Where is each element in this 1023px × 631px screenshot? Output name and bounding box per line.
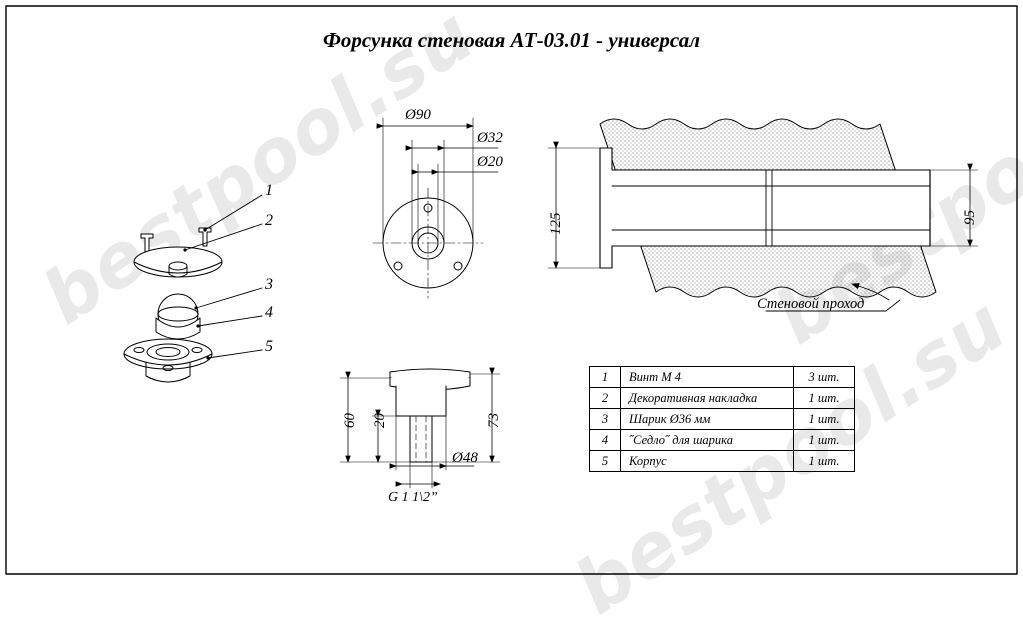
callout-4: 4 <box>265 304 273 321</box>
part-number: 3 <box>589 408 621 430</box>
parts-table: 1 Винт М 4 3 шт. 2 Декоративная накладка… <box>589 366 855 472</box>
part-name: Декоративная накладка <box>620 387 794 409</box>
part-qty: 1 шт. <box>793 429 855 451</box>
table-row: 4 ˝Седло˝ для шарика 1 шт. <box>589 429 855 451</box>
part-number: 1 <box>589 366 621 388</box>
part-number: 4 <box>589 429 621 451</box>
part-qty: 3 шт. <box>793 366 855 388</box>
drawing-page: bestpool.su bestpool.su bestpool.su Форс… <box>5 0 1023 631</box>
dim-height-60: 60 <box>342 413 358 428</box>
dim-inner-height: 95 <box>962 210 978 225</box>
page-title: Форсунка стеновая АТ-03.01 - универсал <box>323 28 700 52</box>
part-name: Винт М 4 <box>620 366 794 388</box>
part-number: 5 <box>589 450 621 472</box>
callout-5: 5 <box>265 338 273 355</box>
thread-spec: G 1 1\2” <box>388 490 438 505</box>
dim-total-height: 125 <box>548 212 564 236</box>
callout-3: 3 <box>265 276 273 293</box>
part-name: ˝Седло˝ для шарика <box>620 429 794 451</box>
part-qty: 1 шт. <box>793 408 855 430</box>
callout-2: 2 <box>265 212 273 229</box>
dim-middle-diameter: Ø32 <box>477 130 503 146</box>
part-name: Шарик Ø36 мм <box>620 408 794 430</box>
dim-outer-diameter: Ø90 <box>405 107 431 123</box>
dim-height-73: 73 <box>486 413 502 428</box>
part-qty: 1 шт. <box>793 450 855 472</box>
table-row: 3 Шарик Ø36 мм 1 шт. <box>589 408 855 430</box>
part-number: 2 <box>589 387 621 409</box>
part-qty: 1 шт. <box>793 387 855 409</box>
callout-1: 1 <box>265 182 273 199</box>
wall-passage-callout: Стеновой проход <box>757 296 865 312</box>
part-name: Корпус <box>620 450 794 472</box>
parts-table-body: 1 Винт М 4 3 шт. 2 Декоративная накладка… <box>589 366 855 472</box>
technical-drawing <box>5 5 1018 575</box>
table-row: 5 Корпус 1 шт. <box>589 450 855 472</box>
table-row: 1 Винт М 4 3 шт. <box>589 366 855 388</box>
dim-flange-diameter: Ø48 <box>452 450 478 466</box>
dim-height-20: 20 <box>372 413 388 428</box>
table-row: 2 Декоративная накладка 1 шт. <box>589 387 855 409</box>
dim-inner-diameter: Ø20 <box>477 154 503 170</box>
